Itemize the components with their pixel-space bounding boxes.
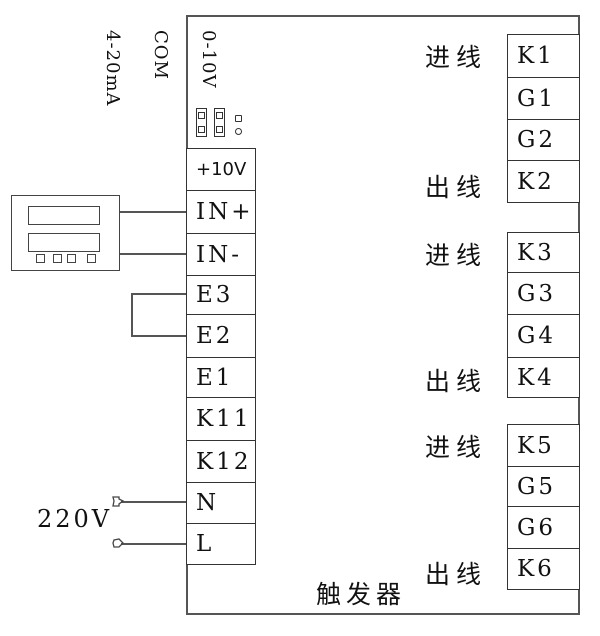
terminal-e1[interactable]: E1 — [186, 357, 256, 398]
terminal-g3[interactable]: G3 — [507, 272, 580, 315]
jumper-pin — [198, 112, 205, 119]
terminal-k11[interactable]: K11 — [186, 397, 256, 441]
terminal-g1[interactable]: G1 — [507, 77, 580, 120]
plug-terminal-n-icon — [112, 496, 125, 507]
incoming-line-label: 进线 — [425, 433, 488, 462]
mode-label-com: COM — [150, 30, 171, 80]
terminal-in-plus[interactable]: IN+ — [186, 190, 256, 234]
meter-button-2 — [53, 254, 62, 263]
wire-meter-in-minus — [120, 253, 186, 255]
terminal-g6[interactable]: G6 — [507, 506, 580, 549]
terminal-plus-10v[interactable]: +10V — [186, 148, 256, 191]
outgoing-line-label: 出线 — [425, 367, 488, 396]
wire-supply-n — [121, 501, 186, 503]
terminal-in-minus[interactable]: IN- — [186, 233, 256, 276]
terminal-l[interactable]: L — [186, 523, 256, 565]
terminal-k2[interactable]: K2 — [507, 160, 580, 203]
mode-label-0-10v: 0-10V — [198, 30, 219, 89]
jumper-wire-segment — [131, 293, 186, 295]
terminal-k5[interactable]: K5 — [507, 424, 580, 467]
panel-meter-icon — [11, 195, 120, 271]
terminal-k12[interactable]: K12 — [186, 440, 256, 483]
jumper-wire-segment — [131, 335, 186, 337]
plug-terminal-l-icon — [112, 538, 124, 548]
meter-display-top — [28, 206, 100, 225]
meter-button-1 — [36, 254, 45, 263]
jumper-wire-segment — [131, 293, 133, 336]
incoming-line-label: 进线 — [425, 241, 488, 270]
meter-button-3 — [67, 254, 76, 263]
wire-supply-l — [121, 543, 186, 545]
wire-meter-in-plus — [120, 211, 186, 213]
jumper-pin — [235, 128, 242, 135]
supply-voltage-label: 220V — [37, 505, 113, 533]
jumper-block-1 — [196, 108, 207, 137]
terminal-e3[interactable]: E3 — [186, 275, 256, 315]
terminal-g2[interactable]: G2 — [507, 119, 580, 161]
jumper-pin — [198, 126, 205, 133]
mode-label-4-20ma: 4-20mA — [102, 30, 123, 107]
jumper-pin — [216, 126, 223, 133]
terminal-k1[interactable]: K1 — [507, 34, 580, 78]
terminal-k4[interactable]: K4 — [507, 357, 580, 398]
terminal-n[interactable]: N — [186, 482, 256, 524]
outgoing-line-label: 出线 — [425, 173, 488, 202]
outgoing-line-label: 出线 — [425, 560, 488, 589]
device-name-label: 触发器 — [316, 580, 407, 609]
jumper-block-2 — [214, 108, 225, 137]
incoming-line-label: 进线 — [425, 43, 488, 72]
terminal-k6[interactable]: K6 — [507, 548, 580, 590]
jumper-pin — [235, 115, 242, 122]
terminal-e2[interactable]: E2 — [186, 314, 256, 358]
mode-selector-labels: 0-10V COM 4-20mA — [88, 30, 248, 107]
terminal-g4[interactable]: G4 — [507, 314, 580, 358]
jumper-pin — [216, 112, 223, 119]
terminal-g5[interactable]: G5 — [507, 466, 580, 507]
meter-button-4 — [87, 254, 96, 263]
terminal-k3[interactable]: K3 — [507, 232, 580, 273]
meter-display-bottom — [28, 233, 100, 252]
